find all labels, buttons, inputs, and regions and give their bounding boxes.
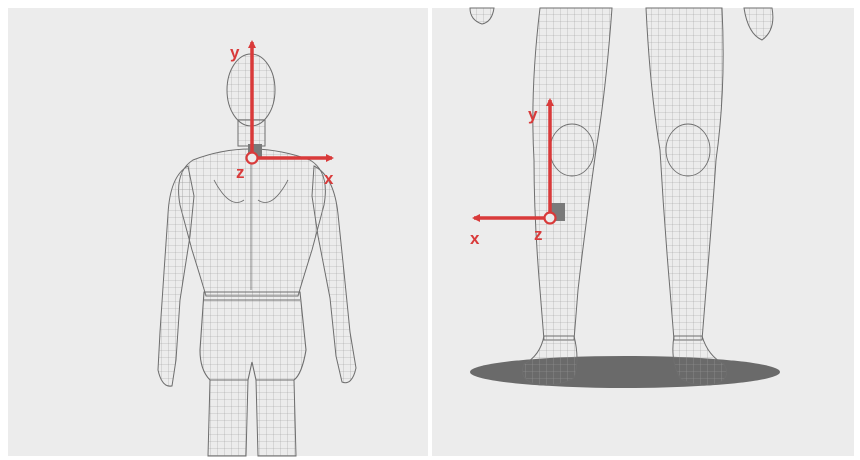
shorts-mesh bbox=[200, 292, 306, 380]
right-y-axis-label: y bbox=[528, 105, 538, 124]
right-leg-mesh bbox=[256, 380, 296, 456]
right-z-axis-origin-circle bbox=[545, 213, 556, 224]
right-panel-background bbox=[432, 8, 854, 456]
left-x-axis-label: x bbox=[324, 169, 334, 188]
left-z-axis-label: z bbox=[236, 163, 245, 182]
left-y-axis-label: y bbox=[230, 43, 240, 62]
right-z-axis-label: z bbox=[534, 225, 543, 244]
right-x-axis-label: x bbox=[470, 229, 480, 248]
torso-mesh bbox=[179, 149, 326, 296]
left-leg-mesh bbox=[208, 380, 248, 456]
left-panel: y x z bbox=[8, 8, 428, 456]
right-panel: y x z bbox=[432, 8, 854, 456]
left-z-axis-origin-circle bbox=[247, 153, 258, 164]
floor-shadow bbox=[470, 356, 780, 388]
